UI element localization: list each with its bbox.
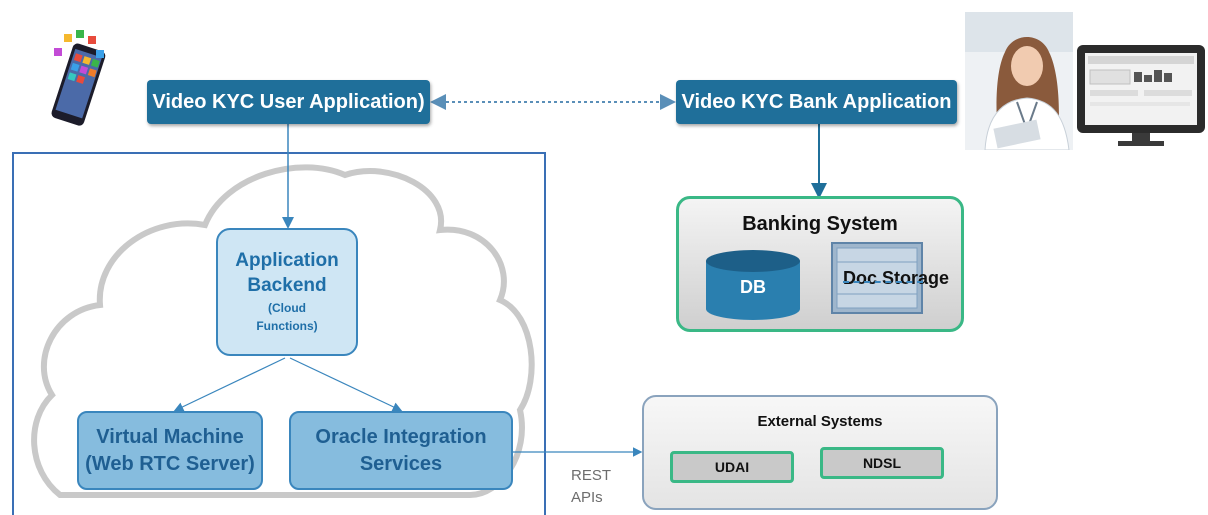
cloud-frame [12, 152, 546, 515]
external-systems-title: External Systems [757, 413, 883, 430]
database-icon [706, 250, 800, 320]
desktop-monitor-icon [1077, 45, 1205, 146]
backend-oic-arrow [289, 357, 403, 412]
udai-label: UDAI [714, 459, 750, 475]
video-kyc-user-app: Video KYC User Application) [147, 80, 430, 124]
backend-vm-arrow [173, 357, 286, 412]
oic-line-1: Oracle Integration [315, 425, 487, 448]
backend-sub-2: Functions) [256, 318, 318, 333]
bank-agent-photo-icon [965, 12, 1073, 150]
udai-box: UDAI [670, 451, 794, 483]
backend-title-1: Application [235, 250, 339, 272]
ndsl-label: NDSL [862, 455, 902, 471]
rest-apis-label: REST APIs [571, 465, 611, 509]
rest-line-1: REST [571, 467, 612, 484]
user-app-label: Video KYC User Application) [152, 90, 425, 113]
doc-storage-icon [831, 242, 923, 314]
vm-line-1: Virtual Machine [96, 425, 244, 448]
external-systems-box: External Systems UDAI NDSL [642, 395, 998, 510]
smartphone-apps-icon [51, 30, 106, 126]
bank-app-label: Video KYC Bank Application [681, 90, 952, 113]
vm-line-2: (Web RTC Server) [85, 452, 255, 475]
rest-line-2: APIs [571, 488, 603, 506]
oic-line-2: Services [359, 452, 443, 475]
video-kyc-bank-app: Video KYC Bank Application [676, 80, 957, 124]
db-label: DB [740, 277, 766, 297]
banking-system-title: Banking System [742, 213, 898, 235]
oracle-integration-box: Oracle Integration Services [289, 411, 513, 490]
application-backend-box: Application Backend (Cloud Functions) [216, 228, 358, 356]
backend-title-2: Backend [247, 275, 327, 296]
ndsl-box: NDSL [820, 447, 944, 479]
backend-sub-1: (Cloud [268, 300, 306, 315]
virtual-machine-box: Virtual Machine (Web RTC Server) [77, 411, 263, 490]
banking-system-box: Banking System DB Doc Storage [676, 196, 964, 332]
doc-storage-label: Doc Storage [843, 268, 950, 288]
doc-storage-strike [843, 281, 923, 283]
